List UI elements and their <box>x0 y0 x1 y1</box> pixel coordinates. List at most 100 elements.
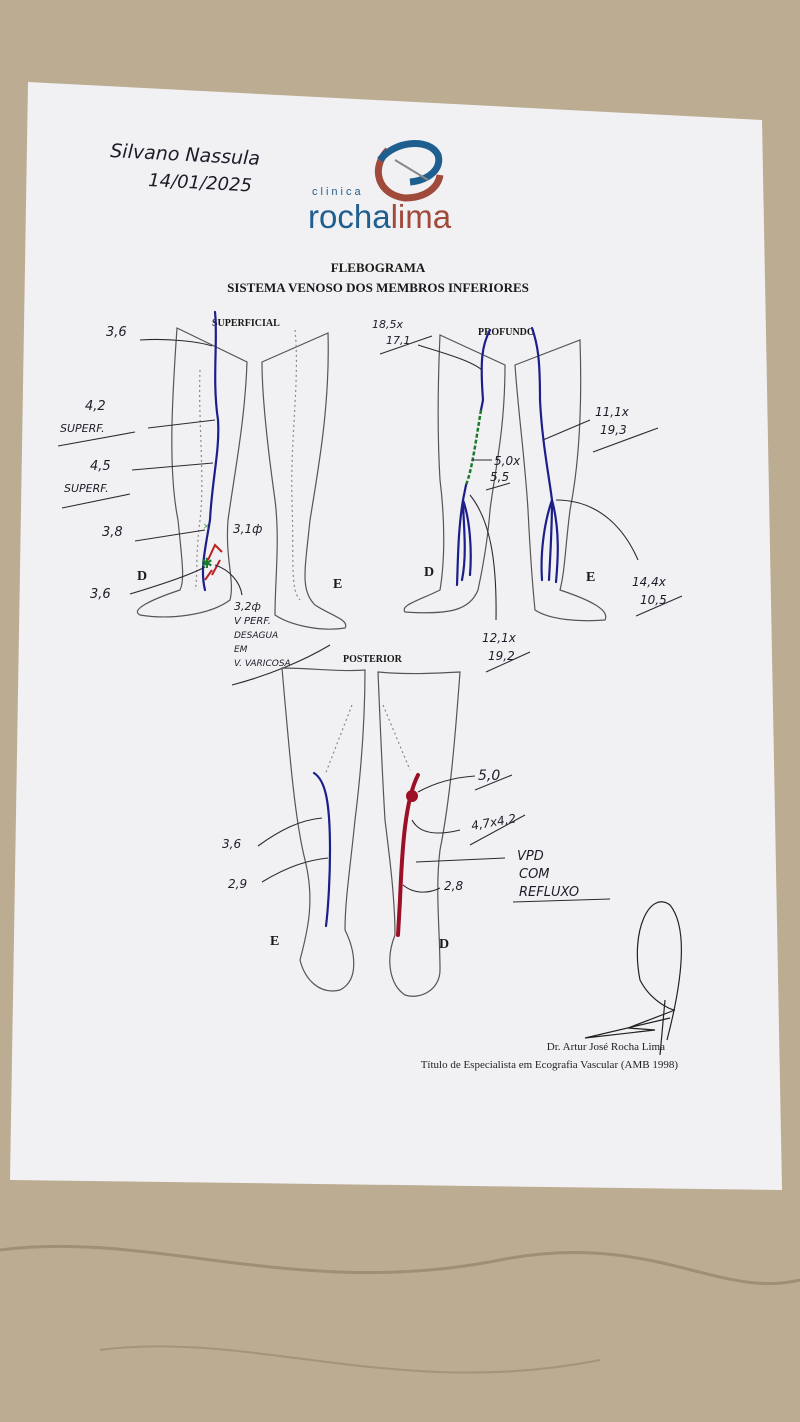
tibial-veins-right <box>455 483 472 587</box>
annotation: DESAGUA <box>234 631 278 641</box>
annotation: 5,5 <box>490 470 509 484</box>
pointer-arrow <box>257 817 323 847</box>
pointer-arrow <box>555 499 639 561</box>
underline <box>474 774 513 791</box>
leg-outline-posterior-right <box>377 671 461 997</box>
pointer-arrow <box>379 335 483 371</box>
logo-mark-slash <box>394 159 429 181</box>
annotation: 19,2 <box>488 649 515 663</box>
pointer-arrow <box>261 857 329 883</box>
annotation: 3,1ф <box>233 522 262 536</box>
annotation: VPD <box>517 849 544 864</box>
perforator-mark: ✱ <box>201 557 213 572</box>
logo-small-text: clinica <box>312 186 364 198</box>
leg-outline-profundo-left <box>514 339 607 622</box>
annotation: V PERF. <box>234 616 271 627</box>
annotation: 3,6 <box>106 325 127 340</box>
document-title: FLEBOGRAMA <box>331 260 426 275</box>
perforator-mark: × <box>203 519 210 533</box>
vein-guide <box>324 704 411 776</box>
annotation: COM <box>519 867 550 882</box>
annotation: 2,9 <box>228 877 247 891</box>
leg-outline-posterior-left <box>281 667 366 992</box>
section-profundo: PROFUNDO <box>478 327 535 338</box>
annotation: 4,5 <box>90 459 111 474</box>
annotation: 19,3 <box>600 423 627 437</box>
annotation: 11,1x <box>595 405 630 419</box>
saphenopopliteal-junction-mark <box>406 790 418 802</box>
doctor-credential: Título de Especialista em Ecografia Vasc… <box>421 1059 679 1071</box>
logo-mark-arc-blue <box>377 140 443 186</box>
section-posterior: POSTERIOR <box>343 654 403 665</box>
underline <box>485 651 531 673</box>
underline <box>635 595 683 617</box>
annotation: 2,8 <box>444 879 463 893</box>
pointer-arrow <box>129 566 206 595</box>
annotation: EM <box>234 645 248 655</box>
annotation: 4,2 <box>85 399 106 414</box>
underline <box>592 427 659 453</box>
vein-guide <box>291 329 301 601</box>
annotation: 3,6 <box>90 587 111 602</box>
underline <box>231 644 331 686</box>
side-label-right: D <box>424 565 434 580</box>
document-subtitle: SISTEMA VENOSO DOS MEMBROS INFERIORES <box>227 280 529 295</box>
annotation: 12,1x <box>482 631 517 645</box>
side-label-left: E <box>586 570 595 585</box>
side-label-left: E <box>270 934 279 949</box>
annotation: 3,8 <box>102 525 123 540</box>
logo-mark-arc-red <box>374 147 444 202</box>
side-label-right: D <box>137 569 147 584</box>
femoral-vein-right <box>479 328 492 412</box>
pointer-arrow <box>415 857 506 863</box>
annotation: 10,5 <box>640 593 667 607</box>
vein-guide <box>194 369 203 591</box>
small-saphenous-vein-left <box>312 771 332 928</box>
section-superficial: SUPERFICIAL <box>212 318 280 329</box>
leg-outline-profundo-right <box>403 334 506 614</box>
underline <box>469 814 526 846</box>
pointer-arrow <box>417 775 476 793</box>
annotation: 5,0x <box>494 454 521 468</box>
doctor-name: Dr. Artur José Rocha Lima <box>547 1041 665 1053</box>
annotation: 18,5x <box>372 318 403 331</box>
logo-word-lima: lima <box>391 198 452 235</box>
leg-outline-superficial-left <box>261 332 347 630</box>
great-saphenous-vein-right <box>201 310 220 592</box>
side-label-left: E <box>333 577 342 592</box>
annotation: 3,6 <box>222 837 241 851</box>
pointer-arrow <box>469 494 497 621</box>
underline <box>485 482 511 491</box>
small-saphenous-vein-right-reflux <box>396 773 420 937</box>
annotation: SUPERF. <box>60 422 105 435</box>
logo-wordmark: rochalima <box>308 198 452 235</box>
logo-word-rocha: rocha <box>308 198 391 235</box>
pointer-arrow <box>402 884 441 893</box>
underline <box>512 898 611 903</box>
marble-vein <box>99 1345 601 1374</box>
paper-sheet <box>10 82 782 1190</box>
pointer-arrow <box>57 419 216 447</box>
superficial-annotations: 3,6 4,2 SUPERF. 4,5 SUPERF. 3,8 3,1ф 3,6… <box>57 325 331 686</box>
pointer-arrow <box>139 338 213 347</box>
pointer-arrow <box>214 564 243 596</box>
annotation: 17,1 <box>386 334 411 347</box>
annotation: 3,2ф <box>234 600 261 613</box>
marble-vein <box>0 1244 800 1286</box>
pointer-arrow <box>134 529 206 542</box>
femoral-vein-left <box>530 326 559 584</box>
pointer-arrow <box>61 462 214 509</box>
side-label-right: D <box>439 937 449 952</box>
handwritten-signature <box>584 901 682 1056</box>
pointer-arrow <box>411 819 461 834</box>
annotation: SUPERF. <box>64 482 109 495</box>
annotation: REFLUXO <box>519 885 579 900</box>
femoral-vein-right-thrombus <box>464 409 483 486</box>
leg-outline-superficial-right <box>136 327 248 618</box>
annotation: V. VARICOSA <box>234 659 291 669</box>
annotation: 14,4x <box>632 575 667 589</box>
clinic-logo: clinica rochalima <box>308 140 452 235</box>
pointer-arrow <box>542 419 591 441</box>
varicose-vein-marks <box>204 543 223 581</box>
